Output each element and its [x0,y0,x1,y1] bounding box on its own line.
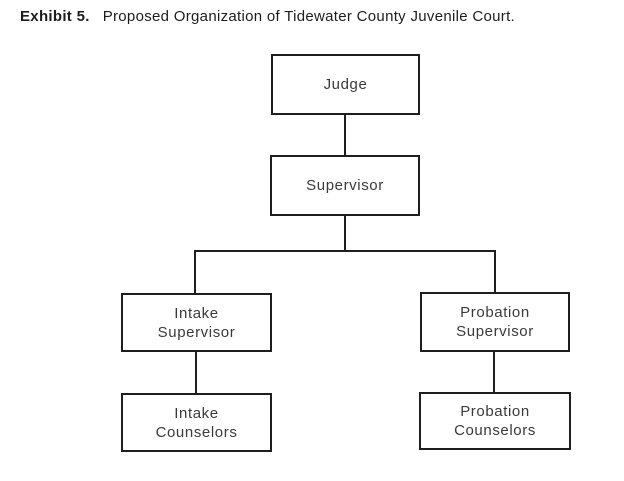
connector-intake-counselors [195,352,197,393]
page-title: Proposed Organization of Tidewater Count… [102,8,516,25]
connector-branch-horizontal [194,250,496,252]
exhibit-label: Exhibit 5. [20,8,90,25]
connector-probation-counselors [493,352,495,392]
org-node-judge: Judge [271,54,420,115]
connector-drop-intake-supervisor [194,250,196,293]
org-node-probation-counselors: Probation Counselors [419,392,571,450]
org-node-intake-supervisor: Intake Supervisor [121,293,272,352]
org-node-supervisor: Supervisor [270,155,420,216]
org-node-intake-counselors: Intake Counselors [121,393,272,452]
org-node-probation-supervisor: Probation Supervisor [420,292,570,352]
connector-supervisor-stem [344,216,346,252]
exhibit-caption: Exhibit 5. Proposed Organization of Tidew… [20,8,620,25]
connector-judge-supervisor [344,115,346,155]
connector-drop-probation-supervisor [494,250,496,292]
